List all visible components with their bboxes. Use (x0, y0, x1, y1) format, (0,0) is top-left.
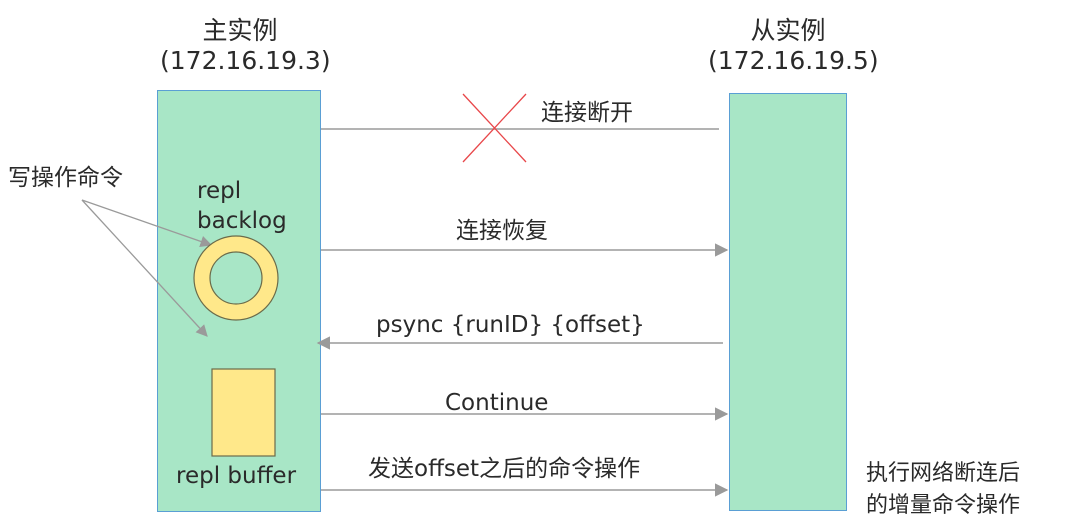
repl-backlog-label: repl backlog (197, 176, 287, 236)
continue-label: Continue (445, 390, 549, 416)
repl-backlog-ring-outer-edge (193, 235, 279, 321)
write-ops-pointer-backlog (81, 199, 213, 248)
psync-label: psync {runID} {offset} (376, 312, 645, 338)
master-ip: (172.16.19.3) (160, 46, 331, 75)
master-title: 主实例 (172.16.19.3) (160, 16, 331, 76)
repl-buffer-label: repl buffer (176, 463, 297, 489)
send-ops-label: 发送offset之后的命令操作 (368, 456, 641, 482)
replica-name: 从实例 (750, 16, 826, 45)
repl-buffer-block (211, 368, 276, 457)
repl-backlog-label-line2: backlog (197, 208, 287, 234)
disconnect-label: 连接断开 (541, 100, 633, 126)
replica-title: 从实例 (172.16.19.5) (708, 16, 879, 76)
replica-note-line2: 的增量命令操作 (866, 493, 1021, 518)
write-ops-label: 写操作命令 (8, 165, 123, 191)
write-ops-pointer-buffer (81, 199, 208, 337)
repl-backlog-label-line1: repl (197, 178, 242, 204)
repl-backlog-ring (194, 236, 278, 320)
master-name: 主实例 (202, 16, 278, 45)
replica-note-line1: 执行网络断连后 (866, 461, 1021, 486)
repl-backlog-ring-inner-edge (209, 251, 263, 305)
replica-ip: (172.16.19.5) (708, 46, 879, 75)
disconnect-cross-icon (462, 93, 527, 163)
replica-note: 执行网络断连后 的增量命令操作 (866, 458, 1020, 522)
reconnect-label: 连接恢复 (456, 218, 548, 244)
replica-instance-box (729, 93, 847, 511)
